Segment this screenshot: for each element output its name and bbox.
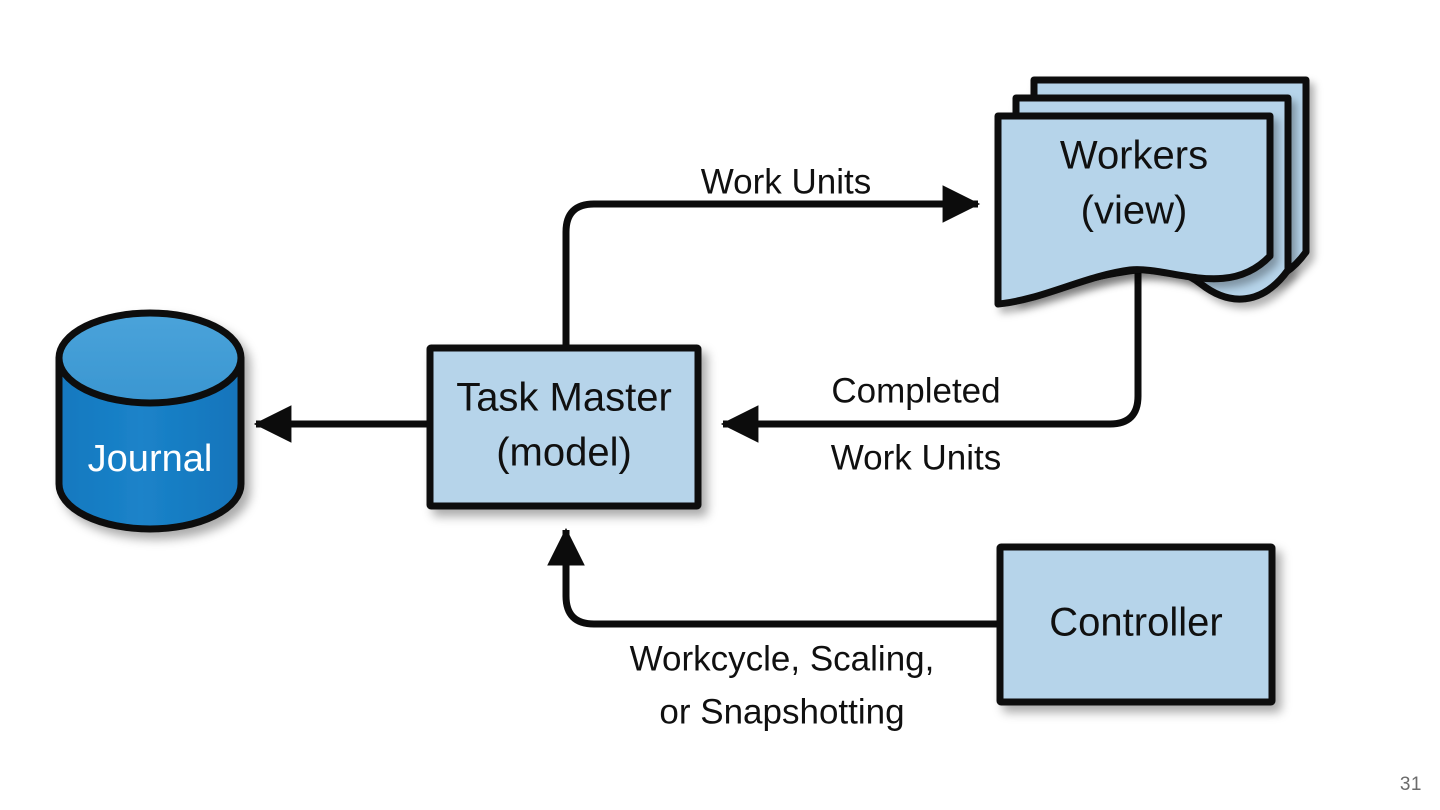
task-master-label-line2: (model) [496,431,632,475]
completed-work-units-connector [720,258,1142,443]
page-number: 31 [1399,774,1422,795]
workers-label-line1: Workers [1060,134,1208,178]
journal-cylinder-body [55,354,245,533]
completed-work-units-label-line1: Completed [831,371,1000,410]
node-journal[interactable] [55,309,245,533]
completed-work-units-label-line2: Work Units [831,438,1002,477]
work-units-connector [562,185,981,500]
task-master-box [426,344,702,510]
controller-box [996,543,1276,706]
edge-controller-commands [547,527,1000,628]
controller-commands-label-line2: or Snapshotting [659,692,904,731]
controller-commands-connector [547,527,1000,628]
edge-completed-work-units [720,258,1142,443]
journal-cylinder-top [55,309,245,407]
controller-label: Controller [1049,601,1222,645]
node-workers[interactable] [994,76,1310,308]
task-master-label-line1: Task Master [456,376,672,420]
controller-commands-label-line1: Workcycle, Scaling, [630,639,935,678]
node-controller[interactable] [996,543,1276,706]
workers-label-line2: (view) [1081,189,1188,233]
workers-sheet-front [994,112,1274,308]
work-units-label: Work Units [701,162,872,201]
journal-label: Journal [88,438,213,480]
edge-work-units [562,185,981,500]
node-task-master[interactable] [426,344,702,510]
